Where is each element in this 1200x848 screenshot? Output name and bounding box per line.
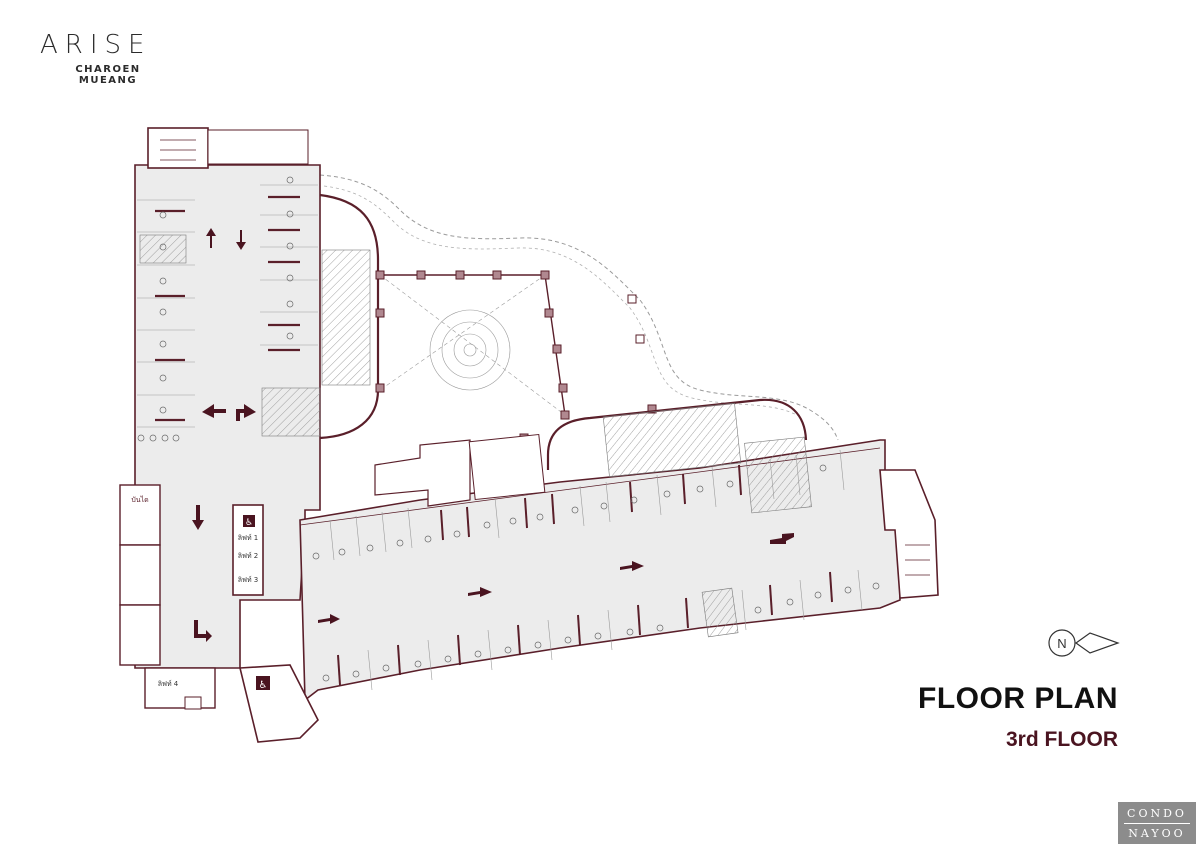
lift-1-label: ลิฟท์ 1 (238, 534, 259, 542)
west-parking-stall-lines (155, 195, 300, 422)
watermark-line-2: NAYOO (1128, 827, 1186, 840)
east-north-stall-lines (440, 464, 742, 541)
north-label: N (1057, 636, 1066, 651)
lift-3-label: ลิฟท์ 3 (238, 576, 259, 584)
ramp-hatch-5 (744, 436, 812, 514)
arrow-down-icon (236, 230, 246, 250)
lift-wheelchair-sign (243, 515, 255, 527)
ramp-hatch-1 (321, 249, 371, 386)
traffic-arrows (192, 228, 794, 642)
east-stair-block (879, 469, 939, 599)
logo-line-2: MUEANG (78, 75, 138, 86)
arrow-right-icon-3 (620, 561, 644, 571)
ramp-hatch-4 (602, 402, 742, 478)
condonayoo-watermark: CONDO NAYOO (1118, 802, 1196, 844)
arrow-turn-icon-2 (236, 404, 256, 421)
arrow-right-icon (318, 614, 340, 624)
west-parking-stall-dividers (137, 184, 318, 428)
svg-text:♿: ♿ (245, 518, 253, 528)
south-wheelchair-sign (256, 676, 270, 690)
arrow-turn-icon-4 (770, 533, 794, 544)
logo-line-1: CHAROEN (75, 64, 141, 75)
logo-wordmark: ARISE (40, 30, 152, 60)
east-stall-dividers (329, 449, 863, 691)
ramp-hatch-2 (261, 387, 321, 437)
arrow-right-icon-2 (468, 587, 492, 597)
storage-label-1: บันได (131, 495, 148, 504)
arrow-up-icon (206, 228, 216, 248)
arise-logo: ARISE CHAROEN MUEANG (40, 30, 180, 90)
svg-text:♿: ♿ (259, 680, 268, 691)
watermark-divider (1124, 823, 1190, 824)
storage-rooms (119, 484, 216, 709)
lift-4-label: ลิฟท์ 4 (158, 680, 179, 688)
east-curved-wall (546, 398, 808, 470)
landscape-boundary (319, 174, 839, 441)
curved-ramp (319, 193, 380, 440)
arrow-turn-icon-3 (194, 620, 212, 642)
stall-number-markers (137, 176, 880, 682)
arrow-turn-icon (202, 404, 226, 418)
ramp-hatch-6 (701, 587, 739, 638)
page-title: FLOOR PLAN (918, 682, 1118, 715)
structural-columns (375, 270, 657, 443)
service-rooms (374, 439, 471, 507)
north-stair-block (147, 127, 209, 169)
floor-subtitle: 3rd FLOOR (1005, 728, 1118, 751)
watermark-line-1: CONDO (1127, 807, 1187, 820)
east-south-stall-lines (337, 571, 833, 686)
courtyard (379, 274, 566, 416)
north-arrow-icon: N (1048, 629, 1120, 657)
arrow-down-icon-2 (192, 505, 204, 530)
landscape-boundary-inner (323, 185, 803, 419)
ramp-hatch-3 (139, 234, 187, 264)
lift-2-label: ลิฟท์ 2 (238, 552, 259, 560)
